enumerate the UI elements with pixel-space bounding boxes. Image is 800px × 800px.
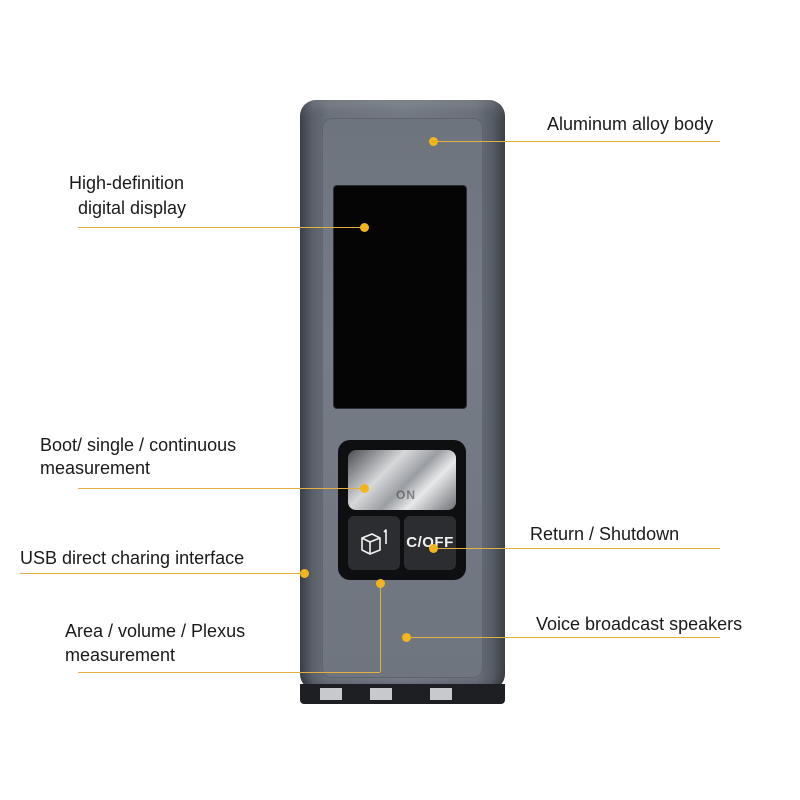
- callout-dot: [360, 223, 369, 232]
- callout-dot: [402, 633, 411, 642]
- cap-detail: [320, 688, 342, 700]
- callout-leader: [380, 583, 381, 672]
- callout-line: [406, 637, 720, 638]
- callout-line: [78, 227, 364, 228]
- digital-display-screen: [334, 186, 466, 408]
- callout-line: [433, 548, 720, 549]
- cap-detail: [430, 688, 452, 700]
- callout-line: [78, 488, 364, 489]
- label-display-line1: High-definition: [69, 173, 185, 193]
- cap-detail: [370, 688, 392, 700]
- label-speakers: Voice broadcast speakers: [536, 614, 743, 634]
- label-area-line2: measurement: [65, 645, 176, 665]
- c-off-label: C/OFF: [406, 534, 454, 551]
- label-area-line1: Area / volume / Plexus: [65, 621, 246, 641]
- keypad: ON C/OFF: [338, 440, 466, 580]
- label-usb: USB direct charing interface: [20, 548, 245, 568]
- device-bottom-cap: [300, 684, 505, 704]
- cube-icon: [361, 529, 387, 555]
- laser-distance-meter: ON C/OFF: [300, 100, 505, 690]
- callout-dot: [376, 579, 385, 588]
- on-measure-button[interactable]: ON: [348, 450, 456, 510]
- label-aluminum-body: Aluminum alloy body: [547, 114, 714, 134]
- return-shutdown-button[interactable]: C/OFF: [404, 516, 456, 570]
- callout-line: [433, 141, 720, 142]
- label-return-shutdown: Return / Shutdown: [530, 524, 680, 544]
- label-boot-line2: measurement: [40, 458, 151, 478]
- label-boot-line1: Boot/ single / continuous: [40, 435, 237, 455]
- callout-line: [20, 573, 304, 574]
- callout-dot: [429, 544, 438, 553]
- on-button-label: ON: [396, 488, 416, 502]
- callout-dot: [360, 484, 369, 493]
- callout-dot: [429, 137, 438, 146]
- callout-dot: [300, 569, 309, 578]
- label-display-line2: digital display: [78, 198, 187, 218]
- callout-line: [78, 672, 380, 673]
- area-volume-button[interactable]: [348, 516, 400, 570]
